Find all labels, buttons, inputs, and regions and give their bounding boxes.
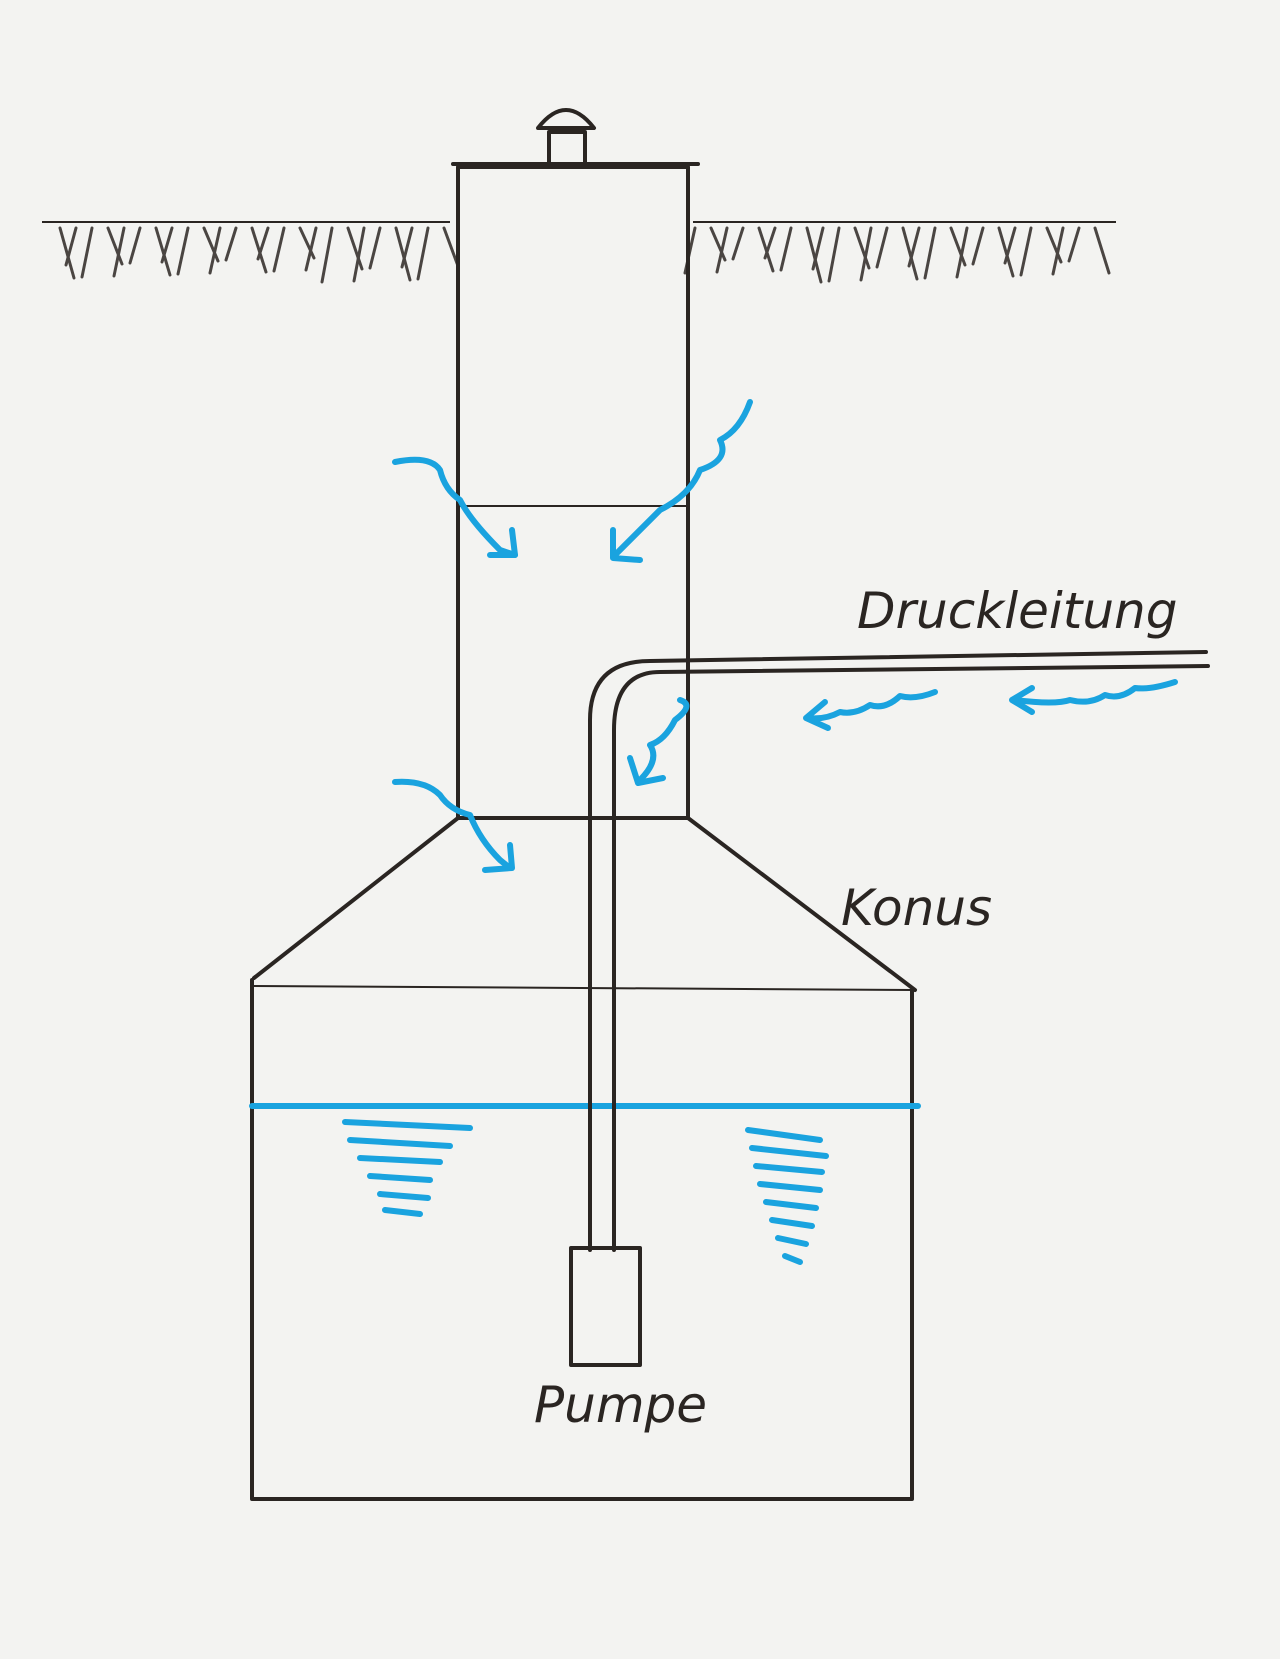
label-pressure-pipe: Druckleitung [857, 582, 1177, 640]
ground-hatch-mark [176, 226, 190, 276]
ground-hatch-mark [400, 226, 414, 269]
ground-hatch-mark [346, 226, 364, 271]
ground-hatch-mark [859, 226, 873, 282]
ground-hatch-mark [394, 226, 412, 282]
ground-hatch-mark [298, 226, 316, 260]
ground-hatch-mark [715, 226, 729, 274]
ground-hatch-mark [923, 226, 937, 280]
ground-hatch-mark [64, 226, 78, 267]
ground-hatch-mark [112, 226, 126, 278]
ground-hatch-mark [1067, 226, 1081, 263]
ground-hatch-mark [154, 226, 172, 277]
tank [250, 978, 916, 1501]
ground-hatch-mark [907, 226, 921, 268]
ground-hatch-mark [1003, 226, 1017, 265]
ground-hatch-mark [352, 226, 366, 283]
ground-hatch-mark [949, 226, 967, 267]
ground-hatch-mark [853, 226, 871, 270]
ground-hatch-mark [1093, 226, 1111, 275]
ground-hatch-mark [875, 226, 889, 269]
ground-hatch-mark [811, 226, 825, 271]
ground-hatch-mark [304, 226, 318, 272]
label-cone: Konus [841, 879, 992, 937]
ground-hatch-mark [106, 226, 124, 266]
ground-hatch-mark [901, 226, 919, 281]
ground-hatch-mark [272, 226, 286, 273]
ground-hatch-mark [997, 226, 1015, 278]
ground-hatch-mark [208, 226, 222, 275]
inflow-arrows [392, 399, 1178, 873]
ground-hatch-mark [779, 226, 793, 272]
ground-hatch-mark [80, 226, 94, 279]
ground-hatch-mark [250, 226, 268, 274]
water [249, 1103, 921, 1265]
ground-hatch-mark [256, 226, 270, 261]
ground-hatch-mark [1045, 226, 1063, 264]
ground-hatch-mark [224, 226, 238, 262]
ground-hatch-mark [368, 226, 382, 270]
ground-hatch-mark [971, 226, 985, 266]
ground-hatch-mark [320, 226, 334, 284]
ground-hatch-mark [827, 226, 841, 283]
ground-hatch-mark [442, 226, 460, 268]
cone [252, 816, 917, 992]
ground-hatch-mark [1051, 226, 1065, 276]
ground-hatch-mark [709, 226, 727, 262]
ground-hatch-mark [805, 226, 823, 284]
ground-hatch-mark [128, 226, 142, 265]
ground-hatch-mark [202, 226, 220, 263]
ground-hatch-mark [1019, 226, 1033, 277]
label-pump: Pumpe [534, 1376, 707, 1434]
pressure-pipe [588, 650, 1210, 1252]
ground-hatch-mark [757, 226, 775, 273]
ground-hatch-mark [763, 226, 777, 260]
ground [42, 221, 1116, 284]
pump [569, 1246, 642, 1367]
ground-hatch-mark [955, 226, 969, 279]
vent-cap [536, 108, 596, 166]
ground-hatch-mark [416, 226, 430, 281]
ground-hatch-mark [731, 226, 745, 261]
shaft [451, 162, 700, 820]
ground-hatch-mark [160, 226, 174, 264]
ground-hatch-mark [58, 226, 76, 280]
